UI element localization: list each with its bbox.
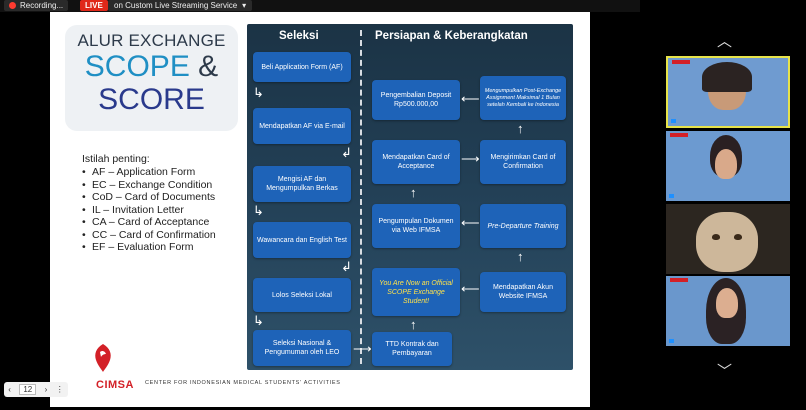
step-card-of-confirmation: Mengirimkan Card of Confirmation: [480, 140, 566, 184]
tile-header-badge: [672, 60, 690, 64]
exchange-flowchart: Seleksi Persiapan & Keberangkatan Beli A…: [247, 24, 573, 370]
term-item: IL – Invitation Letter: [82, 204, 216, 217]
column-divider: [360, 30, 362, 364]
stream-label: on Custom Live Streaming Service: [114, 1, 238, 10]
page-number[interactable]: 12: [19, 384, 37, 395]
term-item: AF – Application Form: [82, 166, 216, 179]
arrow-right-icon: ⟶: [461, 151, 480, 166]
cat-eye: [712, 234, 720, 240]
step-lolos-lokal: Lolos Seleksi Lokal: [253, 278, 351, 312]
step-akun-ifmsa: Mendapatkan Akun Website IFMSA: [480, 272, 566, 312]
step-pre-departure: Pre-Departure Training: [480, 204, 566, 248]
arrow-up-icon: ↑: [410, 185, 417, 200]
arrow-icon: ↳: [253, 203, 264, 218]
arrow-up-icon: ↑: [517, 121, 524, 136]
recording-indicator[interactable]: Recording...: [4, 0, 69, 11]
shared-slide: ALUR EXCHANGE SCOPE & SCORE Istilah pent…: [50, 12, 590, 407]
step-official-scope-student: You Are Now an Official SCOPE Exchange S…: [372, 268, 460, 316]
title-scope: SCOPE: [84, 50, 190, 83]
arrow-icon: ↲: [341, 259, 352, 274]
step-mendapatkan-af: Mendapatkan AF via E-mail: [253, 108, 351, 144]
tile-header-badge: [670, 278, 688, 282]
title-card: ALUR EXCHANGE SCOPE & SCORE: [65, 25, 238, 131]
step-ttd-kontrak: TTD Kontrak dan Pembayaran: [372, 332, 452, 366]
live-badge[interactable]: LIVE: [80, 0, 108, 11]
participant-hair: [702, 62, 752, 92]
cimsa-emblem-icon: [95, 344, 111, 372]
slide-pager: ‹ 12 › ⋮: [4, 382, 68, 397]
step-wawancara: Wawancara dan English Test: [253, 222, 351, 258]
arrow-up-icon: ↑: [517, 249, 524, 264]
arrow-left-icon: ⟵: [461, 91, 480, 106]
arrow-right-icon: ⟶: [353, 341, 372, 356]
participant-video: [716, 288, 738, 318]
step-beli-af: Beli Application Form (AF): [253, 52, 351, 82]
title-scope-line: SCOPE &: [65, 51, 238, 83]
term-item: EF – Evaluation Form: [82, 241, 216, 254]
cimsa-logo: CIMSA: [90, 342, 140, 391]
col-persiapan-title: Persiapan & Keberangkatan: [375, 30, 528, 42]
tile-header-badge: [670, 133, 688, 137]
top-bar: Recording... LIVE on Custom Live Streami…: [0, 0, 640, 12]
participant-tile[interactable]: [666, 204, 790, 274]
term-item: CA – Card of Acceptance: [82, 216, 216, 229]
term-item: CoD – Card of Documents: [82, 191, 216, 204]
scroll-up-button[interactable]: ︿: [717, 33, 733, 50]
arrow-icon: ↲: [341, 145, 352, 160]
term-item: CC – Card of Confirmation: [82, 229, 216, 242]
step-mengisi-af: Mengisi AF dan Mengumpulkan Berkas: [253, 166, 351, 202]
recording-label: Recording...: [20, 1, 64, 10]
record-dot-icon: [9, 2, 16, 9]
participant-avatar-cat: [696, 212, 758, 272]
participant-tile[interactable]: [666, 276, 790, 346]
col-seleksi-title: Seleksi: [279, 30, 319, 42]
title-score: SCORE: [98, 83, 205, 116]
participant-video: [715, 149, 737, 179]
arrow-left-icon: ⟵: [461, 281, 480, 296]
participant-tile-active[interactable]: [666, 56, 790, 128]
step-card-of-acceptance: Mendapatkan Card of Acceptance: [372, 140, 460, 184]
terms-heading: Istilah penting:: [82, 153, 150, 165]
step-seleksi-nasional: Seleksi Nasional & Pengumuman oleh LEO: [253, 330, 351, 366]
terms-list: Istilah penting: AF – Application Form E…: [82, 153, 216, 254]
slide-footer: CENTER FOR INDONESIAN MEDICAL STUDENTS' …: [145, 380, 341, 386]
prev-page-button[interactable]: ‹: [8, 385, 11, 394]
participant-tile[interactable]: [666, 131, 790, 201]
network-icon: [669, 194, 674, 198]
next-page-button[interactable]: ›: [44, 385, 48, 394]
term-item: EC – Exchange Condition: [82, 179, 216, 192]
step-pengembalian-deposit: Pengembalian Deposit Rp500.000,00: [372, 80, 460, 120]
title-line1: ALUR EXCHANGE: [77, 31, 226, 50]
arrow-icon: ↳: [253, 313, 264, 328]
network-icon: [671, 119, 676, 123]
arrow-up-icon: ↑: [410, 317, 417, 332]
cat-eye: [734, 234, 742, 240]
arrow-icon: ↳: [253, 85, 264, 100]
network-icon: [669, 339, 674, 343]
step-pengumpulan-dokumen: Pengumpulan Dokumen via Web IFMSA: [372, 204, 460, 248]
chevron-down-icon: ▾: [242, 1, 247, 10]
title-amp: &: [198, 50, 219, 83]
scroll-down-button[interactable]: ﹀: [717, 363, 733, 380]
arrow-left-icon: ⟵: [461, 215, 480, 230]
cimsa-logo-text: CIMSA: [96, 379, 134, 391]
step-post-exchange-assignment: Mengumpulkan Post-Exchange Assignment Ma…: [480, 76, 566, 120]
stream-dropdown[interactable]: on Custom Live Streaming Service ▾: [108, 0, 253, 11]
more-options-icon[interactable]: ⋮: [55, 385, 64, 394]
